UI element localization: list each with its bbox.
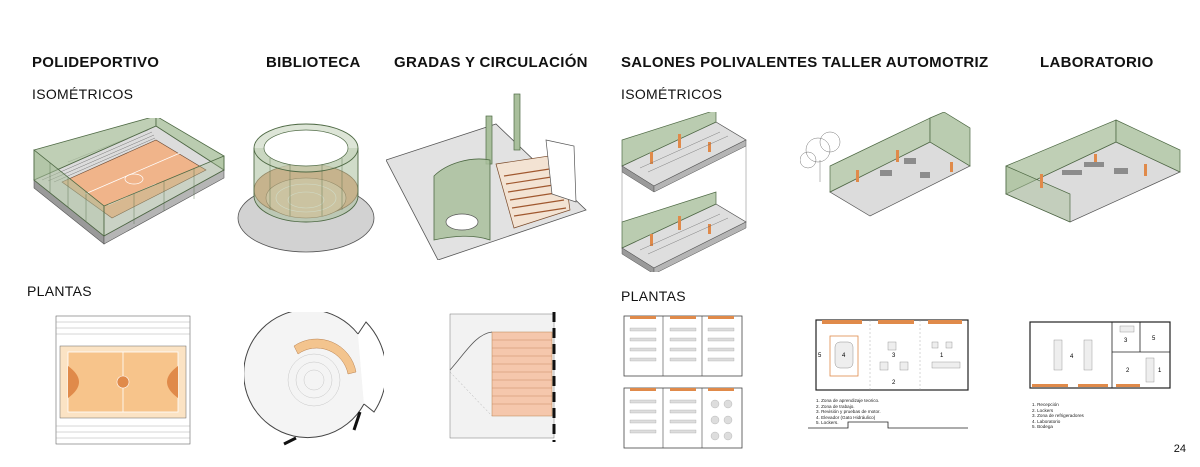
plan-gradas — [446, 312, 566, 442]
plan-salones — [620, 312, 750, 452]
heading-gradas: GRADAS Y CIRCULACIÓN — [394, 54, 588, 71]
room-5-lab: 5 — [1152, 336, 1156, 342]
section-isometricos-left: ISOMÉTRICOS — [32, 86, 134, 102]
section-plantas-left: PLANTAS — [27, 283, 92, 299]
plan-polideportivo — [50, 312, 200, 447]
plan-taller: 4 3 1 5 2 — [808, 312, 978, 432]
room-3-lab: 3 — [1124, 338, 1128, 344]
room-4-lab: 4 — [1070, 354, 1074, 360]
room-4: 4 — [842, 353, 846, 359]
plan-biblioteca — [244, 312, 384, 447]
room-5: 5 — [818, 353, 822, 359]
iso-polideportivo — [28, 118, 228, 258]
heading-polideportivo: POLIDEPORTIVO — [32, 54, 160, 71]
heading-taller: TALLER AUTOMOTRIZ — [822, 54, 989, 71]
iso-taller — [800, 112, 980, 222]
heading-laboratorio: LABORATORIO — [1040, 54, 1154, 71]
iso-laboratorio — [1004, 114, 1184, 224]
legend-taller: 1. Zona de aprendizaje teorico.2. Zona d… — [816, 398, 881, 426]
iso-salones — [620, 112, 750, 272]
iso-biblioteca — [234, 118, 384, 258]
page-number: 24 — [1173, 443, 1186, 455]
room-2: 2 — [892, 380, 896, 386]
room-1-lab: 1 — [1158, 368, 1162, 374]
plan-laboratorio: 4 3 5 2 1 — [1020, 312, 1180, 402]
room-3: 3 — [892, 353, 896, 359]
iso-gradas — [386, 90, 596, 260]
heading-biblioteca: BIBLIOTECA — [266, 54, 361, 71]
room-1: 1 — [940, 353, 944, 359]
heading-salones: SALONES POLIVALENTES — [621, 54, 818, 71]
room-2-lab: 2 — [1126, 368, 1130, 374]
section-isometricos-right: ISOMÉTRICOS — [621, 86, 723, 102]
section-plantas-right: PLANTAS — [621, 288, 686, 304]
